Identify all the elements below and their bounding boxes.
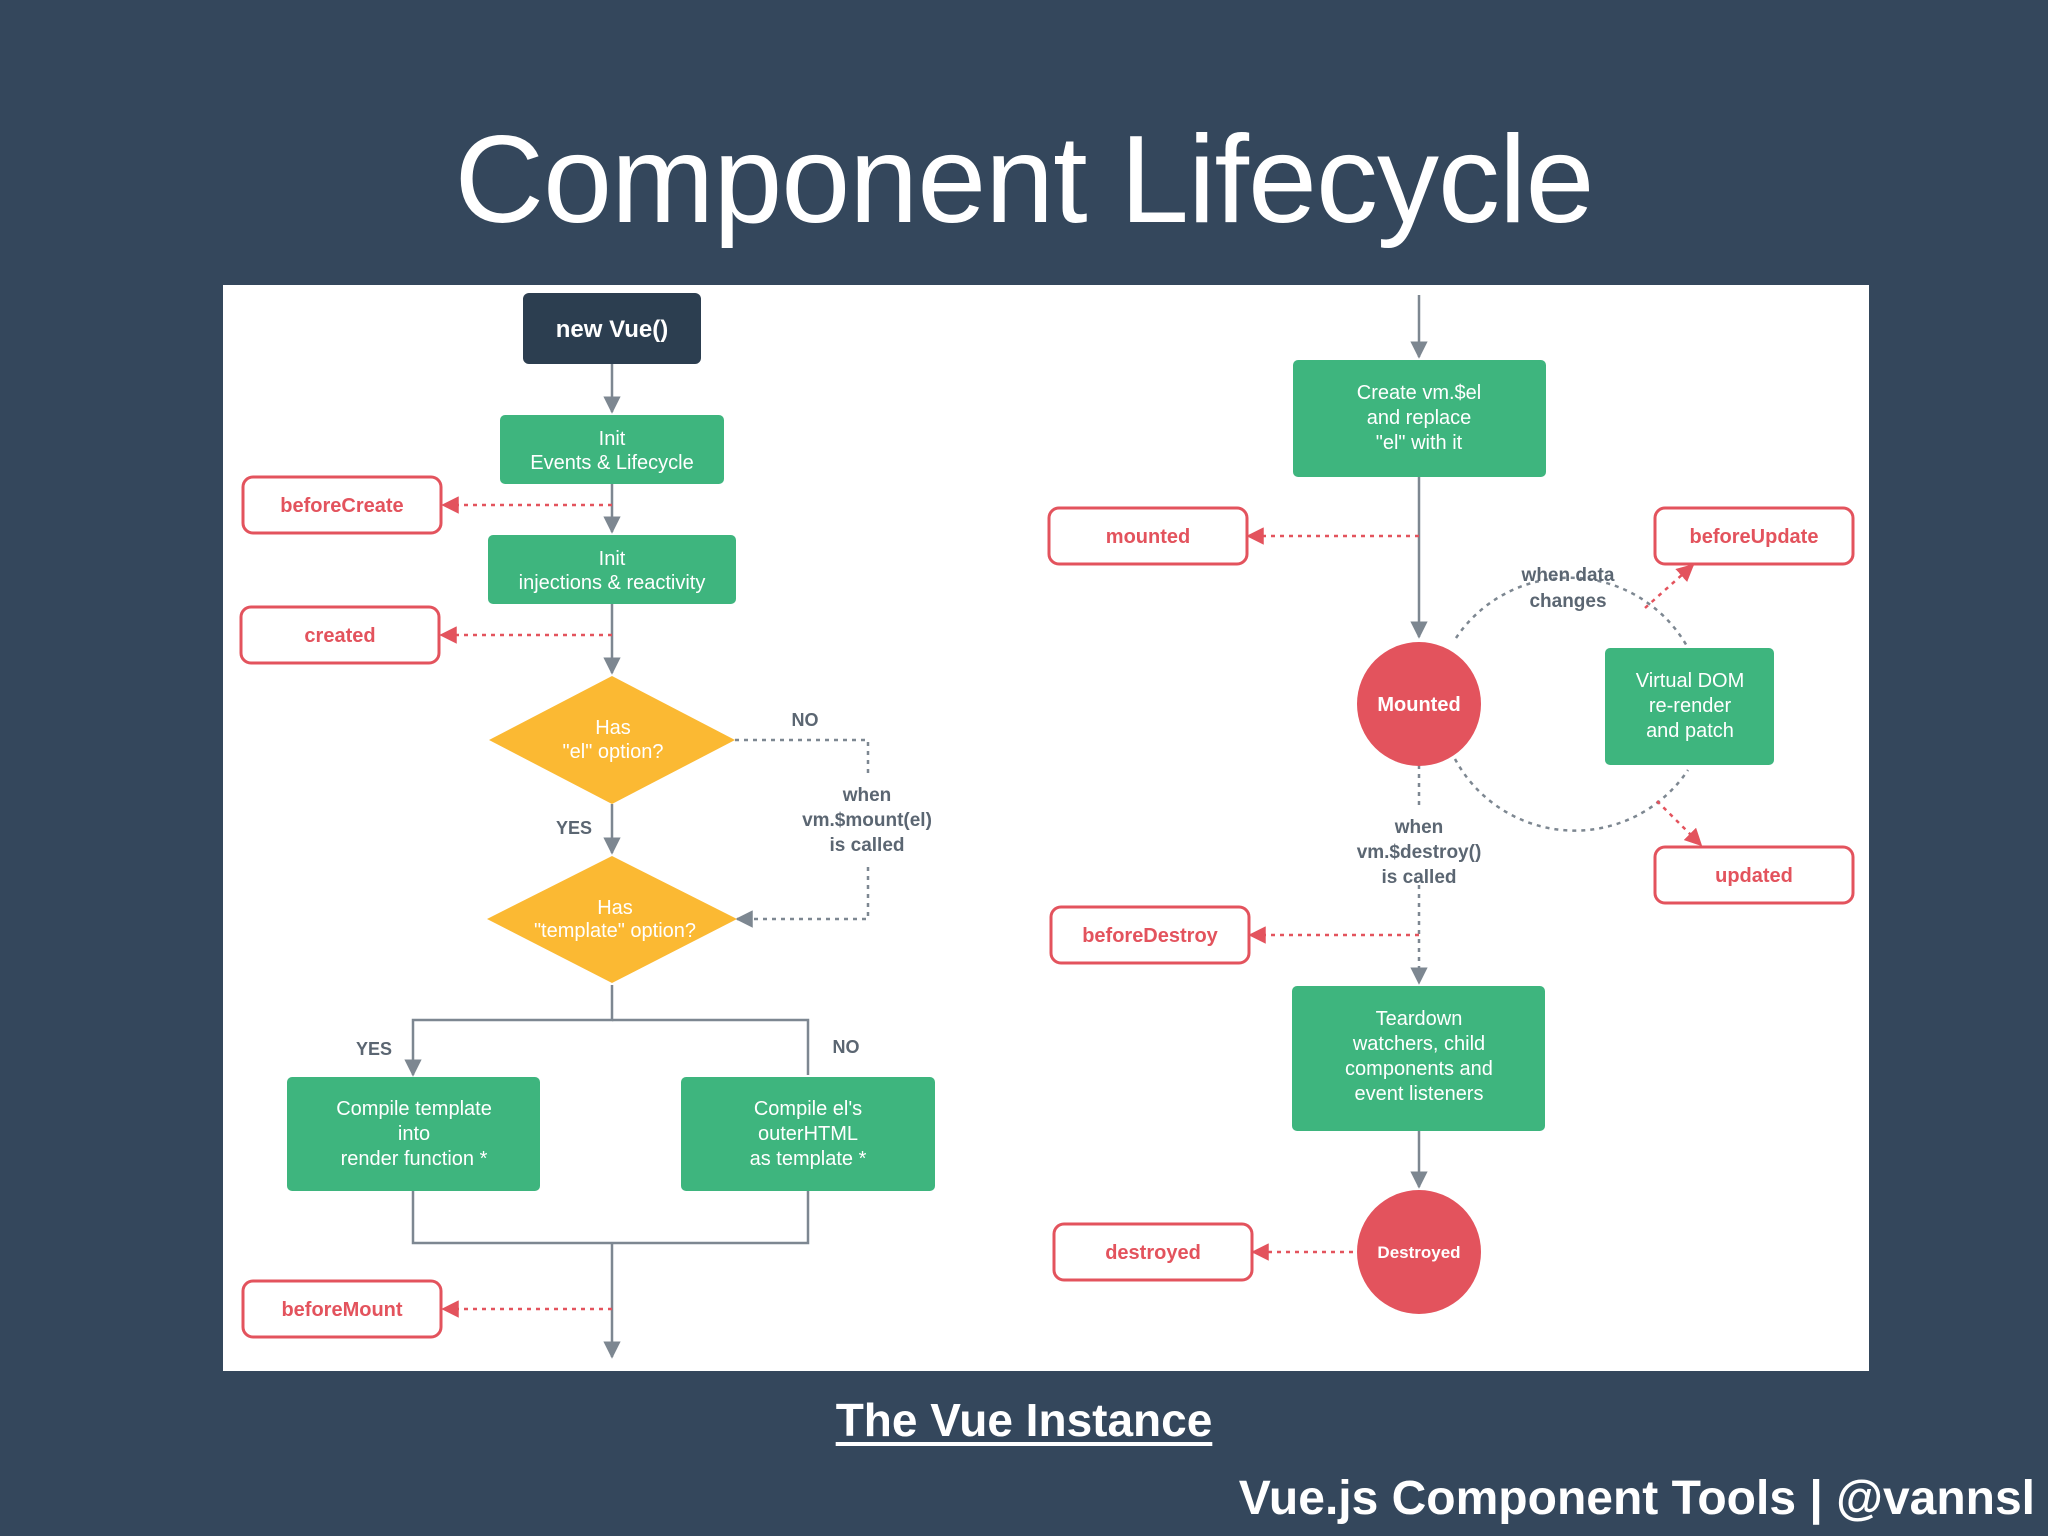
svg-text:outerHTML: outerHTML bbox=[758, 1123, 858, 1145]
mounted-state: Mounted bbox=[1357, 642, 1481, 766]
teardown-node: Teardown watchers, child components and … bbox=[1292, 986, 1545, 1131]
lifecycle-diagram: new Vue() Init Events & Lifecycle Init i… bbox=[223, 285, 1869, 1371]
hook-created: created bbox=[239, 605, 441, 665]
svg-text:event listeners: event listeners bbox=[1355, 1083, 1484, 1105]
destroyed-state: Destroyed bbox=[1357, 1190, 1481, 1314]
right-dashed-lines bbox=[1410, 576, 1690, 985]
svg-text:vm.$mount(el): vm.$mount(el) bbox=[802, 810, 932, 831]
svg-text:Events & Lifecycle: Events & Lifecycle bbox=[530, 452, 693, 474]
svg-text:Virtual DOM: Virtual DOM bbox=[1636, 670, 1745, 692]
yes-label-template: YES bbox=[356, 1039, 392, 1059]
svg-text:beforeDestroy: beforeDestroy bbox=[1082, 925, 1218, 947]
init-injections-node: Init injections & reactivity bbox=[488, 535, 736, 604]
svg-text:beforeMount: beforeMount bbox=[281, 1299, 402, 1321]
compile-template-node: Compile template into render function * bbox=[287, 1077, 540, 1191]
svg-text:changes: changes bbox=[1529, 591, 1606, 612]
svg-text:and patch: and patch bbox=[1646, 720, 1734, 742]
svg-text:Init: Init bbox=[599, 548, 626, 570]
svg-text:injections & reactivity: injections & reactivity bbox=[519, 572, 706, 594]
svg-text:render function *: render function * bbox=[341, 1148, 488, 1170]
svg-text:Has: Has bbox=[597, 897, 633, 919]
svg-text:when: when bbox=[1394, 817, 1444, 838]
svg-text:components and: components and bbox=[1345, 1058, 1493, 1080]
left-dashed-lines bbox=[735, 738, 870, 928]
when-destroy-note: when vm.$destroy() is called bbox=[1357, 817, 1482, 888]
svg-text:as template *: as template * bbox=[750, 1148, 867, 1170]
has-template-decision: Has "template" option? bbox=[487, 856, 737, 983]
hook-updated: updated bbox=[1653, 845, 1855, 905]
svg-text:"el" with it: "el" with it bbox=[1376, 432, 1463, 454]
vue-instance-link[interactable]: The Vue Instance bbox=[835, 1394, 1213, 1446]
hook-before-create: beforeCreate bbox=[241, 475, 443, 535]
svg-text:vm.$destroy(): vm.$destroy() bbox=[1357, 842, 1482, 863]
svg-text:mounted: mounted bbox=[1106, 526, 1190, 548]
svg-text:when: when bbox=[842, 785, 892, 806]
compile-el-node: Compile el's outerHTML as template * bbox=[681, 1077, 935, 1191]
has-el-decision: Has "el" option? bbox=[489, 676, 735, 804]
svg-text:Teardown: Teardown bbox=[1376, 1008, 1463, 1030]
hook-destroyed: destroyed bbox=[1052, 1222, 1254, 1282]
new-vue-node: new Vue() bbox=[523, 293, 701, 364]
hook-before-mount: beforeMount bbox=[241, 1279, 443, 1339]
slide-title: Component Lifecycle bbox=[454, 111, 1595, 249]
svg-text:when data: when data bbox=[1521, 565, 1615, 586]
svg-text:Create vm.$el: Create vm.$el bbox=[1357, 382, 1482, 404]
create-el-node: Create vm.$el and replace "el" with it bbox=[1293, 360, 1546, 477]
svg-text:Compile template: Compile template bbox=[336, 1098, 492, 1120]
init-events-node: Init Events & Lifecycle bbox=[500, 415, 724, 484]
no-label-el: NO bbox=[792, 710, 819, 730]
when-mount-note: when vm.$mount(el) is called bbox=[802, 785, 932, 856]
left-hook-lines bbox=[439, 496, 612, 1318]
svg-text:Compile el's: Compile el's bbox=[754, 1098, 862, 1120]
svg-text:beforeUpdate: beforeUpdate bbox=[1690, 526, 1819, 548]
svg-text:"template" option?: "template" option? bbox=[534, 920, 696, 942]
svg-text:Has: Has bbox=[595, 717, 631, 739]
no-label-template: NO bbox=[833, 1037, 860, 1057]
right-hook-lines bbox=[1246, 527, 1703, 1261]
hook-before-update: beforeUpdate bbox=[1653, 506, 1855, 566]
svg-text:new Vue(): new Vue() bbox=[556, 316, 668, 343]
hook-mounted: mounted bbox=[1047, 506, 1249, 566]
virtual-dom-node: Virtual DOM re-render and patch bbox=[1605, 648, 1774, 765]
svg-text:created: created bbox=[304, 625, 375, 647]
when-data-changes-note: when data changes bbox=[1521, 565, 1615, 612]
svg-text:Init: Init bbox=[599, 428, 626, 450]
svg-text:re-render: re-render bbox=[1649, 695, 1732, 717]
yes-label-el: YES bbox=[556, 818, 592, 838]
svg-text:beforeCreate: beforeCreate bbox=[280, 495, 403, 517]
svg-text:destroyed: destroyed bbox=[1105, 1242, 1201, 1264]
svg-text:and replace: and replace bbox=[1367, 407, 1472, 429]
hook-before-destroy: beforeDestroy bbox=[1049, 905, 1251, 965]
svg-text:Mounted: Mounted bbox=[1377, 694, 1460, 716]
svg-text:"el" option?: "el" option? bbox=[563, 741, 664, 763]
left-flow-lines bbox=[404, 364, 810, 1359]
svg-text:is called: is called bbox=[1382, 867, 1457, 888]
svg-text:updated: updated bbox=[1715, 865, 1793, 887]
svg-text:into: into bbox=[398, 1123, 430, 1145]
svg-text:Destroyed: Destroyed bbox=[1377, 1243, 1460, 1262]
svg-text:watchers, child: watchers, child bbox=[1352, 1033, 1485, 1055]
footer-credit: Vue.js Component Tools | @vannsl bbox=[1238, 1472, 2035, 1525]
svg-text:is called: is called bbox=[830, 835, 905, 856]
